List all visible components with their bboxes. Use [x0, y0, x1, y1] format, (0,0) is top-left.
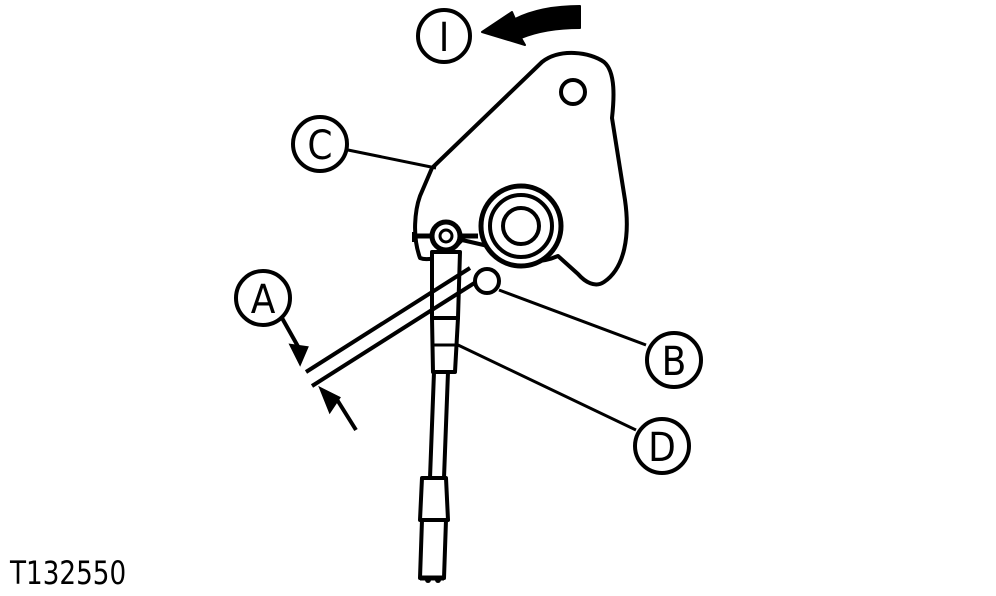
- figure-id: T132550: [10, 554, 127, 592]
- callout-d: D: [633, 417, 691, 475]
- callout-d-label: D: [648, 425, 676, 471]
- callout-c: C: [291, 115, 349, 173]
- rotation-arrow: [481, 5, 581, 46]
- dimension-a: [280, 266, 478, 432]
- pivot-bushing: [478, 183, 564, 269]
- callout-a-label: A: [251, 277, 276, 323]
- bellcrank-plate: [413, 50, 629, 287]
- control-rod: [418, 250, 462, 583]
- mounting-hole: [559, 78, 587, 106]
- callout-rotation: I: [416, 8, 472, 64]
- leader-lines: [347, 148, 647, 432]
- callout-a: A: [234, 269, 292, 327]
- stop-pin: [473, 267, 501, 295]
- callout-b-label: B: [662, 339, 687, 385]
- callout-rotation-label: I: [439, 15, 450, 61]
- callout-b: B: [645, 331, 703, 389]
- callout-c-label: C: [307, 123, 332, 169]
